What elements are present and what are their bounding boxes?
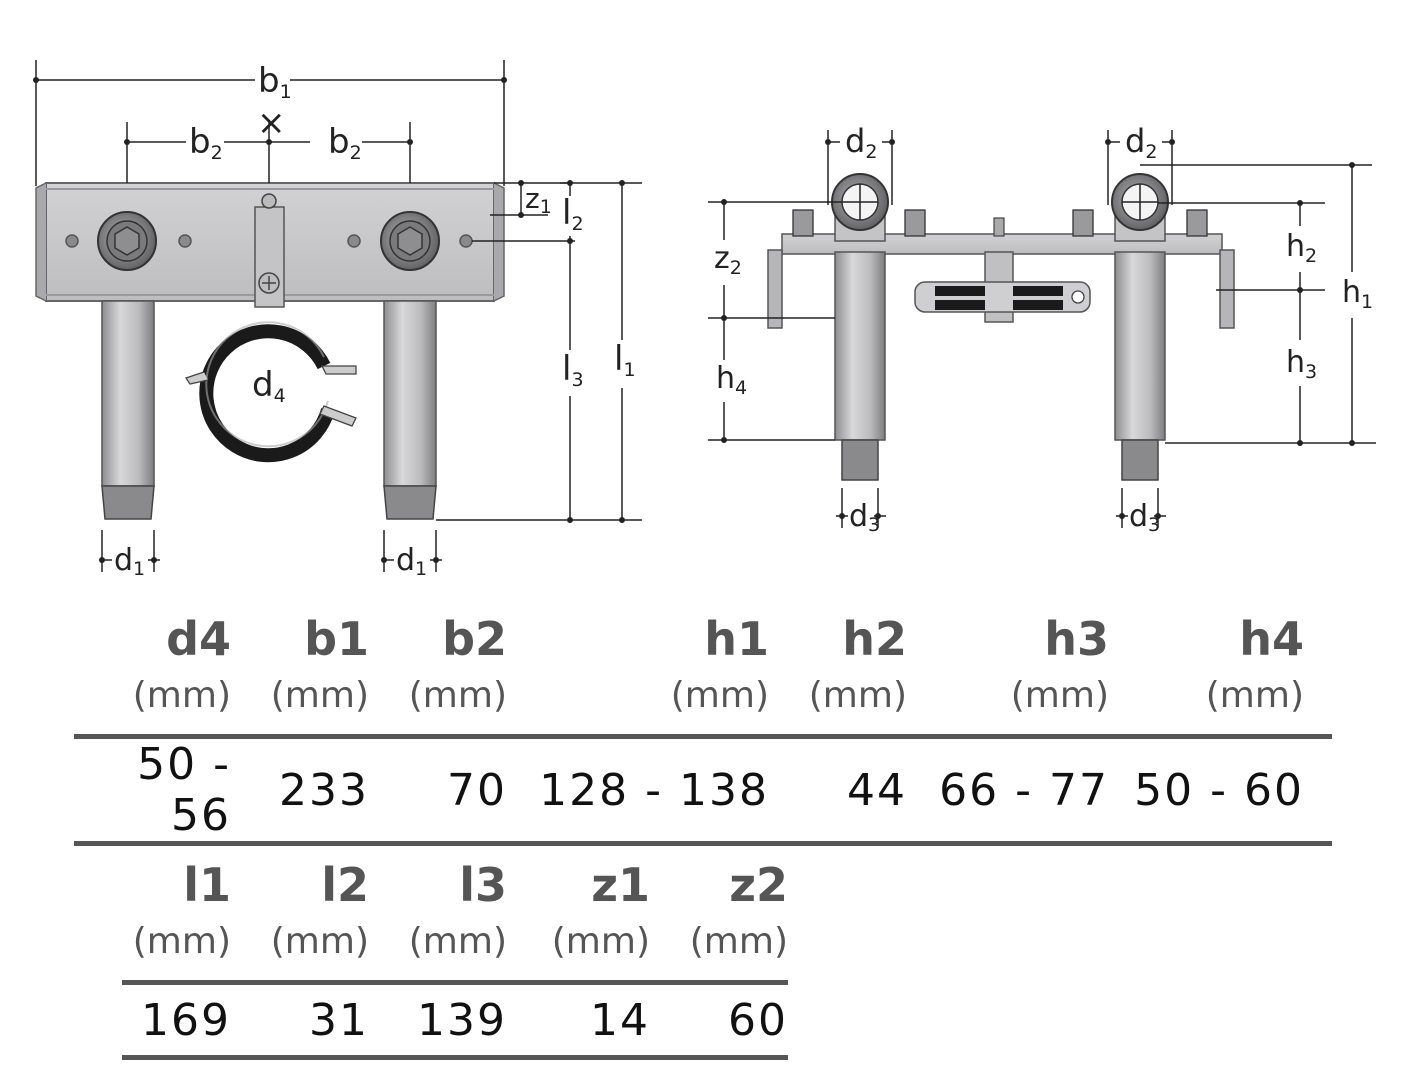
table-row: 169 31 139 14 60 — [122, 982, 788, 1060]
label-l2: l2 — [562, 193, 584, 235]
cell-h4: 50 - 60 — [1109, 736, 1332, 846]
cell-l2: 31 — [231, 982, 369, 1060]
col-name-h4: h4 — [1239, 612, 1304, 666]
col-name-h2: h2 — [842, 612, 907, 666]
label-b2-right: b2 — [328, 122, 362, 164]
mounting-hole — [347, 234, 361, 248]
pipe-right — [383, 300, 437, 487]
table-row: 50 - 56 233 70 128 - 138 44 66 - 77 50 -… — [74, 736, 1332, 846]
col-unit-b2: (mm) — [369, 666, 507, 739]
mounting-hole — [459, 234, 473, 248]
col-unit-h4: (mm) — [1109, 666, 1332, 739]
pipe-left-side — [834, 251, 886, 441]
col-name-h1: h1 — [704, 612, 769, 666]
header-unit-row: (mm) (mm) (mm) (mm) (mm) (mm) (mm) — [74, 666, 1332, 739]
dimension-table-2: l1 l2 l3 z1 z2 (mm) (mm) (mm) (mm) (mm) … — [122, 850, 788, 1060]
label-h1: h1 — [1342, 275, 1373, 313]
dimension-table-1: d4 b1 b2 h1 h2 h3 h4 (mm) (mm) (mm) (mm)… — [74, 604, 1332, 846]
pipe-clamp-ring — [199, 324, 335, 463]
label-d1-right: d1 — [396, 543, 427, 580]
cell-z1: 14 — [507, 982, 650, 1060]
mounting-hole — [65, 234, 79, 248]
header-name-row: d4 b1 b2 h1 h2 h3 h4 — [74, 604, 1332, 666]
front-view: b1 × b2 b2 z1 l2 l3 l1 d4 d1 d1 — [33, 60, 642, 580]
pipe-right-side — [1114, 251, 1166, 441]
label-d4: d4 — [252, 365, 286, 407]
cell-z2: 60 — [650, 982, 788, 1060]
label-l3: l3 — [562, 349, 584, 391]
col-name-b2: b2 — [442, 612, 507, 666]
side-view: d2 d2 z2 h4 h2 h3 h1 d3 d3 — [708, 122, 1376, 536]
col-unit-l1: (mm) — [122, 912, 231, 985]
col-unit-h3: (mm) — [907, 666, 1109, 739]
col-name-d4: d4 — [166, 612, 231, 666]
label-d3-right: d3 — [1129, 499, 1160, 536]
col-unit-l2: (mm) — [231, 912, 369, 985]
label-h2: h2 — [1286, 229, 1317, 267]
label-b1: b1 — [258, 61, 292, 103]
col-unit-b1: (mm) — [231, 666, 369, 739]
label-b2-left: b2 — [189, 122, 223, 164]
label-z2: z2 — [714, 241, 742, 279]
cell-b1: 233 — [231, 736, 369, 846]
col-name-z1: z1 — [591, 858, 650, 912]
label-d3-left: d3 — [849, 499, 880, 536]
label-h4: h4 — [716, 361, 747, 399]
cell-h3: 66 - 77 — [907, 736, 1109, 846]
col-unit-z1: (mm) — [507, 912, 650, 985]
header-name-row: l1 l2 l3 z1 z2 — [122, 850, 788, 912]
header-unit-row: (mm) (mm) (mm) (mm) (mm) — [122, 912, 788, 985]
col-name-l1: l1 — [183, 858, 231, 912]
label-d2-left: d2 — [845, 122, 877, 163]
col-unit-h2: (mm) — [769, 666, 907, 739]
col-name-l3: l3 — [459, 858, 507, 912]
center-mark: × — [257, 103, 286, 143]
col-unit-z2: (mm) — [650, 912, 788, 985]
label-d2-right: d2 — [1125, 122, 1157, 163]
pipe-left — [101, 300, 155, 487]
label-z1: z1 — [525, 182, 552, 218]
label-h3: h3 — [1286, 345, 1317, 383]
cell-l3: 139 — [369, 982, 507, 1060]
label-l1: l1 — [614, 339, 636, 381]
col-name-z2: z2 — [729, 858, 788, 912]
mounting-hole — [178, 234, 192, 248]
col-unit-d4: (mm) — [74, 666, 231, 739]
col-unit-l3: (mm) — [369, 912, 507, 985]
label-d1-left: d1 — [114, 543, 145, 580]
col-name-h3: h3 — [1044, 612, 1109, 666]
technical-drawing: b1 × b2 b2 z1 l2 l3 l1 d4 d1 d1 — [33, 60, 1376, 580]
cell-l1: 169 — [122, 982, 231, 1060]
cell-h2: 44 — [769, 736, 907, 846]
cell-h1: 128 - 138 — [507, 736, 769, 846]
col-name-l2: l2 — [321, 858, 369, 912]
cell-d4: 50 - 56 — [74, 736, 231, 846]
cell-b2: 70 — [369, 736, 507, 846]
col-name-b1: b1 — [304, 612, 369, 666]
col-unit-h1: (mm) — [507, 666, 769, 739]
